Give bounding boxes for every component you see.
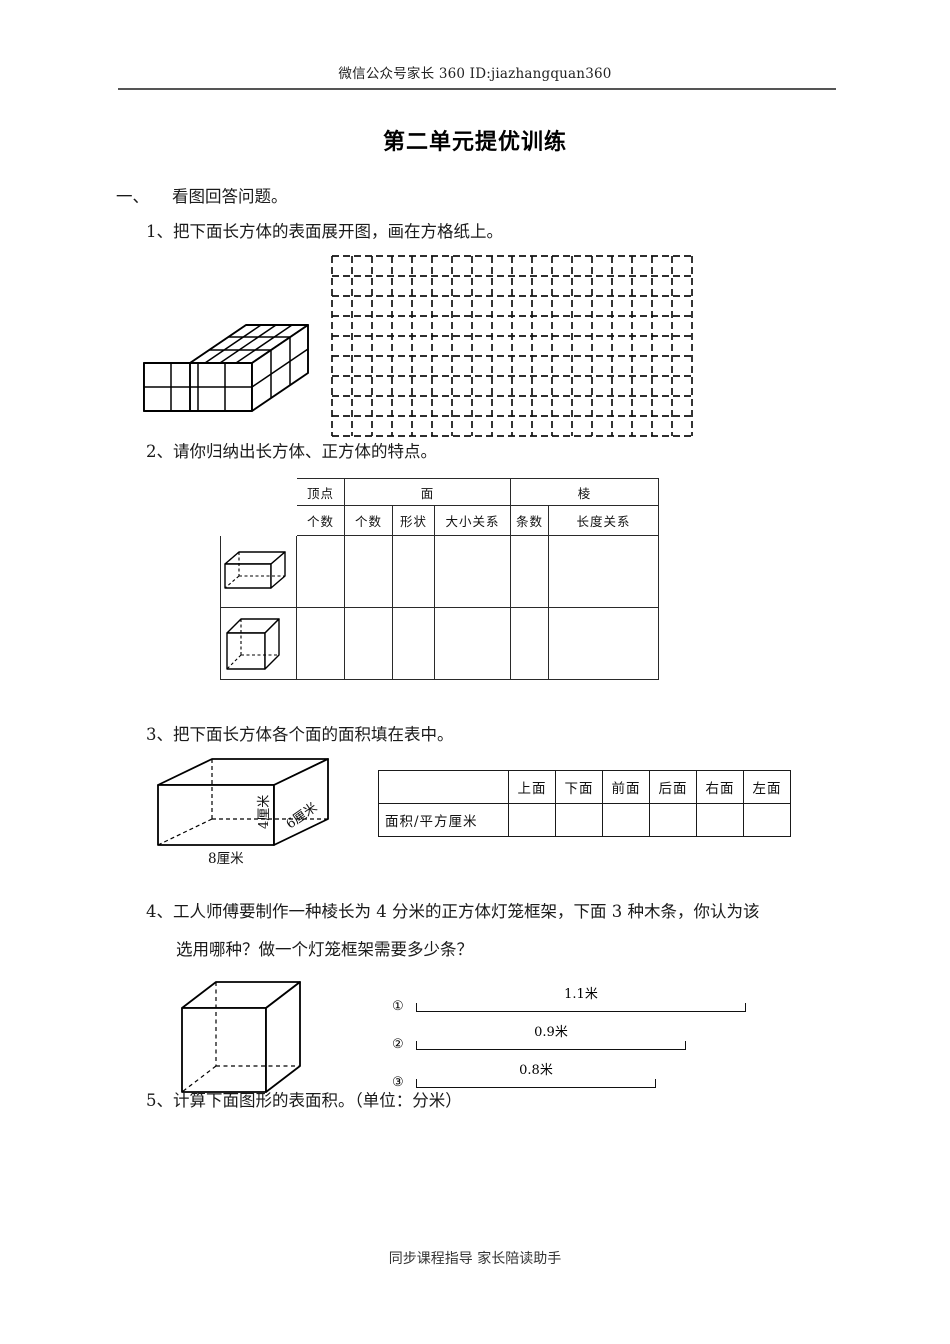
sub-header-vertex-count: 个数: [296, 505, 345, 536]
cell-face-count-cuboid[interactable]: [344, 535, 393, 608]
cell-vertex-count-cuboid[interactable]: [296, 535, 345, 608]
strip-bracket-3: [416, 1079, 656, 1088]
page-header-text: 微信公众号家长 360 ID:jiazhangquan360: [338, 66, 612, 82]
sub-header-edge-count: 条数: [510, 505, 549, 536]
cell-edge-count-cuboid[interactable]: [510, 535, 549, 608]
table-row: [220, 607, 659, 680]
cell-face-shape-cuboid[interactable]: [392, 535, 435, 608]
corner-cell-faces: [378, 770, 509, 804]
strip-length-1: 1.1米: [564, 987, 598, 1002]
corner-cell: [221, 479, 297, 506]
sub-header-edge-length-relation: 长度关系: [548, 505, 659, 536]
row-shape-cuboid: [220, 535, 297, 608]
area-value-bottom[interactable]: [555, 803, 603, 837]
label-length: 8厘米: [208, 851, 244, 867]
area-value-back[interactable]: [649, 803, 697, 837]
area-value-front[interactable]: [602, 803, 650, 837]
table-row-sub-headers: 个数 个数 形状 大小关系 条数 长度关系: [221, 505, 659, 536]
cell-edge-count-cube[interactable]: [510, 607, 549, 680]
label-height: 4厘米: [257, 795, 272, 829]
cell-face-size-cuboid[interactable]: [434, 535, 511, 608]
section-number: 一、: [116, 187, 149, 206]
question-4-text-line1: 4、工人师傅要制作一种棱长为 4 分米的正方体灯笼框架，下面 3 种木条，你认为…: [146, 902, 760, 921]
group-header-edges: 棱: [510, 478, 659, 506]
table-row: [220, 535, 659, 608]
area-value-right[interactable]: [696, 803, 744, 837]
grid-paper: [330, 254, 694, 438]
face-header-front: 前面: [602, 770, 650, 804]
face-header-top: 上面: [508, 770, 556, 804]
area-value-left[interactable]: [743, 803, 791, 837]
table-characteristics: 顶点 面 棱 个数 个数 形状 大小关系 条数 长度关系: [220, 478, 659, 680]
strip-bracket-1: [416, 1003, 746, 1012]
table-row-areas: 面积/平方厘米: [378, 803, 791, 837]
group-header-vertices: 顶点: [296, 478, 345, 506]
table-row-group-headers: 顶点 面 棱: [221, 478, 659, 506]
cell-edge-length-cube[interactable]: [548, 607, 659, 680]
row-label-area: 面积/平方厘米: [378, 803, 509, 837]
table-face-areas: 上面 下面 前面 后面 右面 左面 面积/平方厘米: [378, 770, 791, 837]
table-row-face-headers: 上面 下面 前面 后面 右面 左面: [378, 770, 791, 804]
face-header-back: 后面: [649, 770, 697, 804]
page-title: 第二单元提优训练: [382, 129, 567, 155]
question-2-text: 2、请你归纳出长方体、正方体的特点。: [146, 442, 437, 461]
cell-face-size-cube[interactable]: [434, 607, 511, 680]
strip-length-2: 0.9米: [534, 1025, 568, 1040]
header-divider: [118, 88, 836, 90]
strip-marker-1: ①: [392, 999, 404, 1014]
sub-header-face-shape: 形状: [392, 505, 435, 536]
figure-labeled-cuboid: 8厘米 4厘米 6厘米: [150, 757, 365, 867]
cell-face-count-cube[interactable]: [344, 607, 393, 680]
face-header-left: 左面: [743, 770, 791, 804]
face-header-bottom: 下面: [555, 770, 603, 804]
strip-marker-3: ③: [392, 1075, 404, 1090]
figure-lantern-cube: [176, 978, 336, 1100]
cell-vertex-count-cube[interactable]: [296, 607, 345, 680]
question-5-text: 5、计算下面图形的表面积。（单位：分米）: [146, 1091, 462, 1110]
strip-marker-2: ②: [392, 1037, 404, 1052]
area-value-top[interactable]: [508, 803, 556, 837]
strip-bracket-2: [416, 1041, 686, 1050]
page-footer-text: 同步课程指导 家长陪读助手: [388, 1251, 562, 1267]
strip-length-3: 0.8米: [519, 1063, 553, 1078]
sub-header-face-size-relation: 大小关系: [434, 505, 511, 536]
corner-cell-2: [221, 506, 297, 536]
sub-header-face-count: 个数: [344, 505, 393, 536]
question-4-text-line2: 选用哪种？做一个灯笼框架需要多少条？: [176, 940, 473, 959]
question-1-text: 1、把下面长方体的表面展开图，画在方格纸上。: [146, 222, 503, 241]
cell-edge-length-cuboid[interactable]: [548, 535, 659, 608]
row-shape-cube: [220, 607, 297, 680]
group-header-faces: 面: [344, 478, 511, 506]
figure-stacked-cubes: [138, 315, 318, 420]
section-title: 看图回答问题。: [172, 187, 288, 206]
question-3-text: 3、把下面长方体各个面的面积填在表中。: [146, 725, 454, 744]
face-header-right: 右面: [696, 770, 744, 804]
cell-face-shape-cube[interactable]: [392, 607, 435, 680]
